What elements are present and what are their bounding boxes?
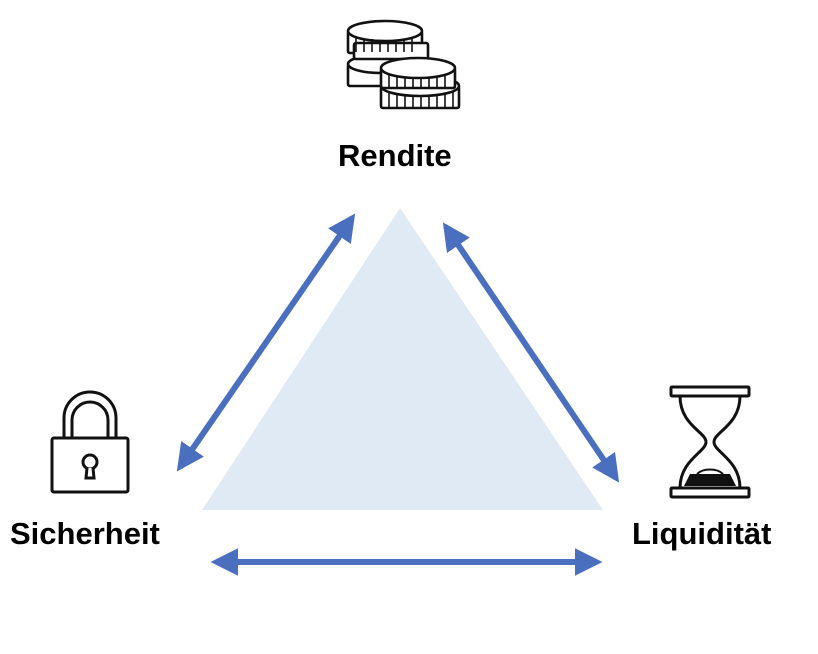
hourglass-icon xyxy=(669,385,751,499)
node-label-rendite: Rendite xyxy=(338,138,452,173)
node-label-liquiditaet: Liquidität xyxy=(632,516,772,551)
arrow-sicherheit-rendite xyxy=(176,213,356,472)
central-triangle xyxy=(202,208,603,510)
coins-icon xyxy=(346,19,461,110)
padlock-icon xyxy=(50,390,130,494)
node-label-sicherheit: Sicherheit xyxy=(10,516,160,551)
arrow-rendite-liquiditaet xyxy=(442,222,620,483)
